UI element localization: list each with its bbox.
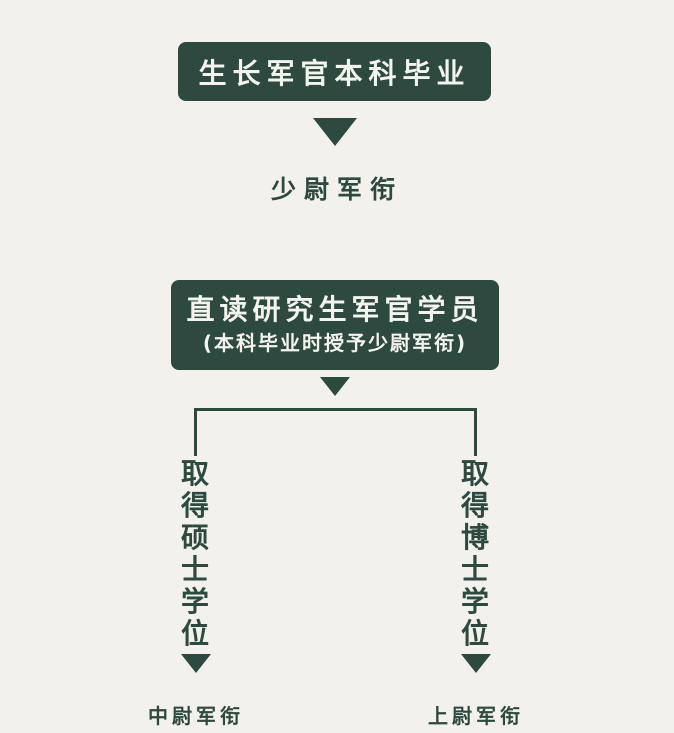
char: 取 — [460, 457, 489, 490]
char: 位 — [180, 617, 209, 650]
char: 得 — [180, 489, 209, 522]
char: 士 — [460, 553, 489, 586]
graduate-cadet-title: 直读研究生军官学员 — [186, 293, 484, 326]
first-lieutenant-rank-label: 中尉军衔 — [148, 704, 244, 728]
char: 学 — [180, 585, 209, 618]
char: 得 — [460, 489, 489, 522]
graduate-cadet-note: (本科毕业时授予少尉军衔) — [202, 331, 468, 355]
graduate-cadet-box: 直读研究生军官学员 (本科毕业时授予少尉军衔) — [171, 280, 499, 370]
branch-connector-right — [474, 408, 477, 456]
char: 士 — [180, 553, 209, 586]
down-triangle-icon — [313, 118, 357, 146]
branch-connector-horizontal — [194, 408, 477, 411]
undergraduate-graduation-label: 生长军官本科毕业 — [198, 56, 471, 90]
down-triangle-icon — [461, 654, 491, 673]
char: 位 — [460, 617, 489, 650]
masters-degree-vertical-label: 取 得 硕 士 学 位 — [178, 458, 212, 650]
down-triangle-icon — [181, 654, 211, 673]
char: 硕 — [180, 521, 209, 554]
char: 取 — [180, 457, 209, 490]
undergraduate-graduation-box: 生长军官本科毕业 — [178, 42, 491, 101]
char: 博 — [460, 521, 489, 554]
doctorate-degree-vertical-label: 取 得 博 士 学 位 — [458, 458, 492, 650]
char: 学 — [460, 585, 489, 618]
down-triangle-icon — [320, 377, 350, 396]
second-lieutenant-rank-label: 少尉军衔 — [270, 175, 403, 204]
captain-rank-label: 上尉军衔 — [428, 704, 524, 728]
branch-connector-left — [194, 408, 197, 456]
